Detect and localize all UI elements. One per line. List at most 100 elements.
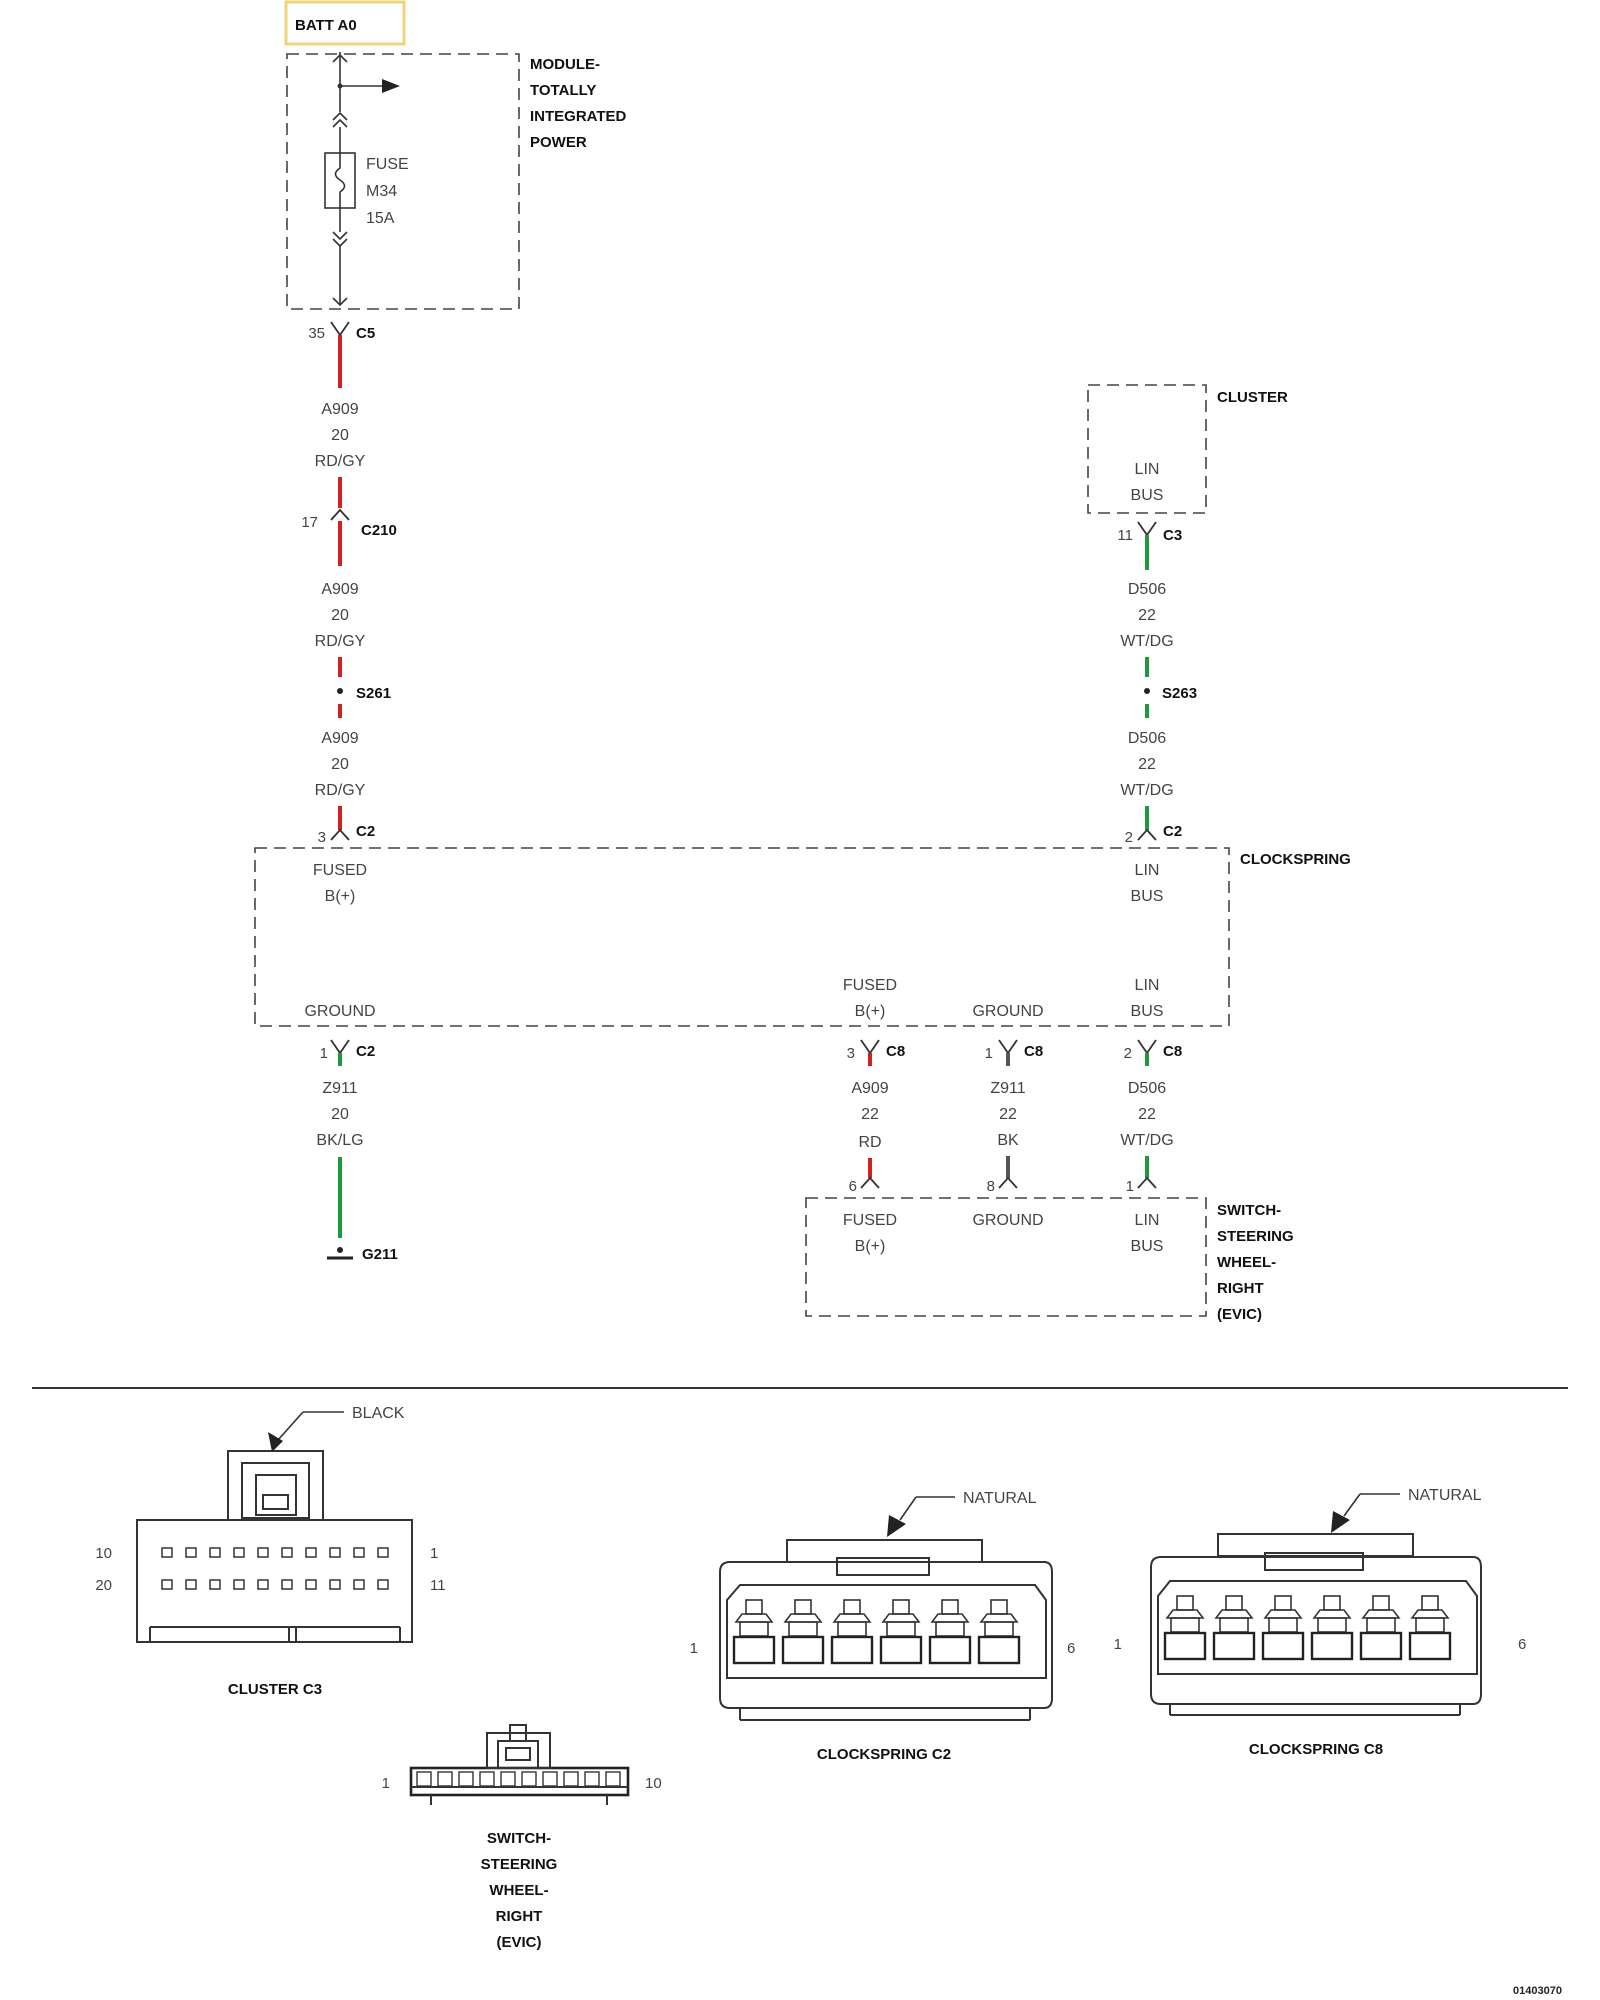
ground-g211-icon bbox=[327, 1247, 353, 1260]
cluster-c3-pin-cavity bbox=[161, 1579, 173, 1590]
switch-cavity bbox=[479, 1771, 495, 1787]
clockspring-c2-label-left: C2 bbox=[356, 823, 375, 840]
cluster-c3-label: C3 bbox=[1163, 527, 1182, 544]
c8-col1-conn: C8 bbox=[886, 1043, 905, 1060]
clockspring-c2-label-right: C2 bbox=[1163, 823, 1182, 840]
ground-wire-pin: 1 bbox=[320, 1045, 328, 1062]
switch-cavity bbox=[500, 1771, 516, 1787]
clockspring-lin-bottom-2: BUS bbox=[1131, 1003, 1164, 1020]
c210-pin: 17 bbox=[301, 514, 318, 531]
cluster-c3-pin-cavity bbox=[209, 1579, 221, 1590]
clockspring-c8-view bbox=[1150, 1533, 1482, 1716]
cluster-c3-caption: CLUSTER C3 bbox=[228, 1681, 322, 1698]
terminal-cavity bbox=[1261, 1595, 1305, 1661]
c8-col2-conn: C8 bbox=[1024, 1043, 1043, 1060]
clockspring-c2-pin1-connector bbox=[330, 1039, 350, 1055]
c8-col3-conn: C8 bbox=[1163, 1043, 1182, 1060]
switch-title-2: STEERING bbox=[1217, 1228, 1294, 1245]
switch-cavity bbox=[521, 1771, 537, 1787]
clockspring-c8-callout: NATURAL bbox=[1408, 1487, 1482, 1504]
clockspring-module-boundary bbox=[254, 847, 1230, 1027]
clockspring-fused-bottom-2: B(+) bbox=[855, 1003, 886, 1020]
c8-col3-circuit: D506 bbox=[1128, 1080, 1166, 1097]
splice-s263 bbox=[1144, 688, 1150, 694]
tipm-title-2: TOTALLY bbox=[530, 82, 596, 99]
terminal-cavity bbox=[1163, 1595, 1207, 1661]
cluster-c3-pin-cavity bbox=[329, 1547, 341, 1558]
cluster-c3-pin-cavity bbox=[257, 1579, 269, 1590]
switch-view-caption-3: WHEEL- bbox=[489, 1882, 548, 1899]
cluster-c3-pin-row-bottom bbox=[161, 1579, 389, 1590]
switch-title-3: WHEEL- bbox=[1217, 1254, 1276, 1271]
switch-pin6-connector bbox=[860, 1176, 880, 1189]
clockspring-c2-pin2-connector bbox=[1137, 828, 1157, 841]
clockspring-c8-pin6-label: 6 bbox=[1518, 1636, 1526, 1653]
c210-connector bbox=[330, 508, 350, 521]
fuse-label: FUSE bbox=[366, 156, 409, 173]
wire-a909-seg1-color: RD/GY bbox=[315, 453, 366, 470]
terminal-cavity bbox=[732, 1599, 776, 1665]
terminal-cavity bbox=[830, 1599, 874, 1665]
clockspring-c2-cavities bbox=[732, 1599, 1021, 1665]
clockspring-lin-bottom-1: LIN bbox=[1135, 977, 1160, 994]
c8-pin1-connector bbox=[998, 1039, 1018, 1055]
cluster-c3-pin-row-top bbox=[161, 1547, 389, 1558]
wire-d506-seg2-color: WT/DG bbox=[1120, 782, 1173, 799]
c8-col1-switch-pin: 6 bbox=[849, 1178, 857, 1195]
cluster-c3-pin-cavity bbox=[185, 1579, 197, 1590]
callout-natural-c8-leader-2 bbox=[1343, 1493, 1361, 1517]
terminal-cavity bbox=[1408, 1595, 1452, 1661]
batt-label-box bbox=[284, 0, 406, 46]
wire-d506-seg2-gauge: 22 bbox=[1138, 756, 1156, 773]
wire-a909-seg3-circuit: A909 bbox=[321, 730, 358, 747]
c8-col2-color: BK bbox=[997, 1132, 1019, 1149]
fuse-number: M34 bbox=[366, 183, 397, 200]
cluster-c3-pin1: 1 bbox=[430, 1545, 438, 1562]
switch-cavity bbox=[563, 1771, 579, 1787]
switch-lin-2: BUS bbox=[1131, 1238, 1164, 1255]
switch-connector-cavities bbox=[416, 1771, 621, 1787]
switch-view-caption-4: RIGHT bbox=[496, 1908, 543, 1925]
c8-col3-pin: 2 bbox=[1124, 1045, 1132, 1062]
c8-col1-color: RD bbox=[858, 1134, 881, 1151]
cluster-title: CLUSTER bbox=[1217, 389, 1288, 406]
wire-d506-seg2-circuit: D506 bbox=[1128, 730, 1166, 747]
c8-col2-gauge: 22 bbox=[999, 1106, 1017, 1123]
c5-connector bbox=[330, 321, 350, 337]
tipm-title-4: POWER bbox=[530, 134, 587, 151]
c5-label: C5 bbox=[356, 325, 375, 342]
cluster-c3-pin-cavity bbox=[353, 1579, 365, 1590]
switch-title-4: RIGHT bbox=[1217, 1280, 1264, 1297]
switch-module-boundary bbox=[805, 1197, 1207, 1317]
clockspring-c2-pin2: 2 bbox=[1125, 829, 1133, 846]
terminal-cavity bbox=[1359, 1595, 1403, 1661]
terminal-cavity bbox=[977, 1599, 1021, 1665]
cluster-module-boundary bbox=[1087, 384, 1207, 514]
clockspring-c2-view bbox=[719, 1539, 1053, 1721]
c8-col2-pin: 1 bbox=[985, 1045, 993, 1062]
switch-view-pin1: 1 bbox=[382, 1775, 390, 1792]
splice-s261-label: S261 bbox=[356, 685, 391, 702]
cluster-c3-pin10: 10 bbox=[95, 1545, 112, 1562]
cluster-c3-pin11: 11 bbox=[430, 1577, 446, 1594]
tipm-title-3: INTEGRATED bbox=[530, 108, 627, 125]
c8-col3-switch-pin: 1 bbox=[1126, 1178, 1134, 1195]
switch-cavity bbox=[605, 1771, 621, 1787]
switch-title-5: (EVIC) bbox=[1217, 1306, 1262, 1323]
cluster-c3-pin-cavity bbox=[281, 1547, 293, 1558]
ground-g211-label: G211 bbox=[362, 1246, 398, 1263]
cluster-c3-pin-cavity bbox=[305, 1579, 317, 1590]
switch-ground: GROUND bbox=[972, 1212, 1043, 1229]
wire-d506-seg1-gauge: 22 bbox=[1138, 607, 1156, 624]
wire-d506-seg1-circuit: D506 bbox=[1128, 581, 1166, 598]
terminal-cavity bbox=[1212, 1595, 1256, 1661]
terminal-cavity bbox=[781, 1599, 825, 1665]
figure-id: 01403070 bbox=[1513, 1985, 1562, 1997]
cluster-c3-connector bbox=[1137, 521, 1157, 537]
callout-natural-c8-arrow-icon bbox=[1331, 1511, 1350, 1533]
tipm-module-boundary bbox=[286, 53, 520, 310]
cluster-c3-pin-cavity bbox=[377, 1547, 389, 1558]
switch-cavity bbox=[584, 1771, 600, 1787]
fuse-rating: 15A bbox=[366, 210, 395, 227]
